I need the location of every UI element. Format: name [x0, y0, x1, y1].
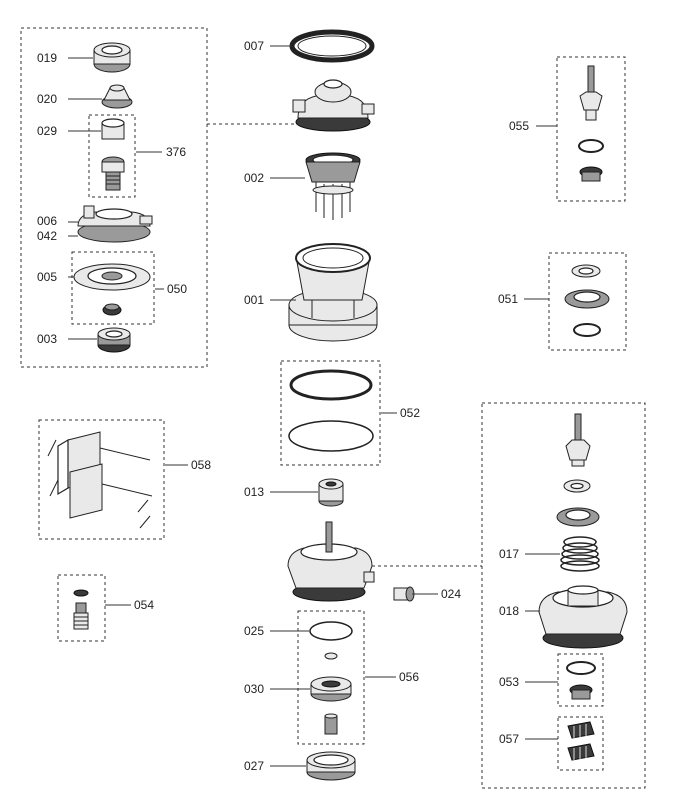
part-017-spring[interactable] [560, 536, 600, 572]
part-013-spool[interactable] [318, 478, 344, 507]
part-007-ring[interactable] [289, 29, 375, 63]
part-029-insert[interactable] [101, 118, 125, 140]
label-001: 001 [244, 293, 264, 307]
part-001-body[interactable] [288, 243, 378, 342]
part-053-oring[interactable] [566, 661, 596, 675]
part-052-seals[interactable] [288, 369, 374, 452]
label-024: 024 [441, 587, 461, 601]
part-030-seat[interactable] [310, 676, 352, 702]
part-056-pin[interactable] [324, 713, 338, 735]
label-051: 051 [498, 292, 518, 306]
label-002: 002 [244, 171, 264, 185]
part-054-fitting[interactable] [73, 589, 89, 630]
part-051-oring[interactable] [573, 323, 601, 337]
group-box-376 [88, 114, 136, 198]
label-052: 052 [400, 406, 420, 420]
label-050: 050 [167, 282, 187, 296]
label-055: 055 [509, 119, 529, 133]
label-030: 030 [244, 682, 264, 696]
label-019: 019 [37, 51, 57, 65]
part-006-042-housing[interactable] [77, 205, 153, 243]
part-024-plug[interactable] [393, 586, 415, 602]
group-box-052 [280, 360, 381, 466]
part-053-seat[interactable] [569, 684, 593, 700]
label-013: 013 [244, 485, 264, 499]
part-019-cap[interactable] [93, 42, 131, 73]
part-056-small-washer[interactable] [324, 652, 338, 660]
label-376: 376 [166, 145, 186, 159]
label-007: 007 [244, 39, 264, 53]
label-029: 029 [37, 124, 57, 138]
label-054: 054 [134, 598, 154, 612]
part-005-diaphragm[interactable] [73, 263, 151, 291]
part-055-seat[interactable] [579, 166, 603, 182]
part-050-seal[interactable] [102, 303, 122, 316]
part-lower-valve-body[interactable] [287, 521, 375, 602]
label-017: 017 [499, 547, 519, 561]
label-057: 057 [499, 732, 519, 746]
part-051-washer-top[interactable] [571, 264, 601, 278]
part-051-seal[interactable] [564, 289, 610, 309]
group-box-057 [557, 716, 604, 771]
part-018-bonnet[interactable] [538, 585, 628, 649]
part-right-stem[interactable] [565, 413, 591, 467]
part-top-valve-head[interactable] [292, 79, 375, 132]
group-box-058 [38, 419, 165, 540]
label-056: 056 [399, 670, 419, 684]
label-005: 005 [37, 270, 57, 284]
group-box-056 [297, 610, 365, 745]
part-002-cage[interactable] [305, 152, 361, 220]
group-box-050 [71, 251, 155, 325]
label-042: 042 [37, 229, 57, 243]
label-058: 058 [191, 458, 211, 472]
part-376-valve-core[interactable] [101, 156, 125, 191]
label-006: 006 [37, 214, 57, 228]
group-box-left-top [20, 27, 208, 368]
label-027: 027 [244, 759, 264, 773]
group-box-054 [57, 574, 106, 642]
group-box-055 [556, 56, 626, 202]
group-box-053 [557, 653, 604, 707]
label-020: 020 [37, 92, 57, 106]
part-right-washer[interactable] [563, 479, 591, 493]
part-027-ring-nut[interactable] [306, 751, 356, 781]
part-003-nut[interactable] [97, 327, 131, 353]
part-055-oring[interactable] [578, 139, 604, 153]
part-058-brackets[interactable] [47, 431, 153, 529]
label-018: 018 [499, 604, 519, 618]
part-055-stem[interactable] [579, 65, 603, 121]
part-020-cone[interactable] [101, 84, 133, 109]
part-057-filters[interactable] [567, 721, 595, 761]
part-025-oring[interactable] [309, 621, 353, 641]
group-box-right-bottom [481, 402, 646, 789]
label-025: 025 [244, 624, 264, 638]
part-right-seal[interactable] [556, 507, 600, 527]
label-053: 053 [499, 675, 519, 689]
label-003: 003 [37, 332, 57, 346]
group-box-051 [548, 252, 627, 351]
